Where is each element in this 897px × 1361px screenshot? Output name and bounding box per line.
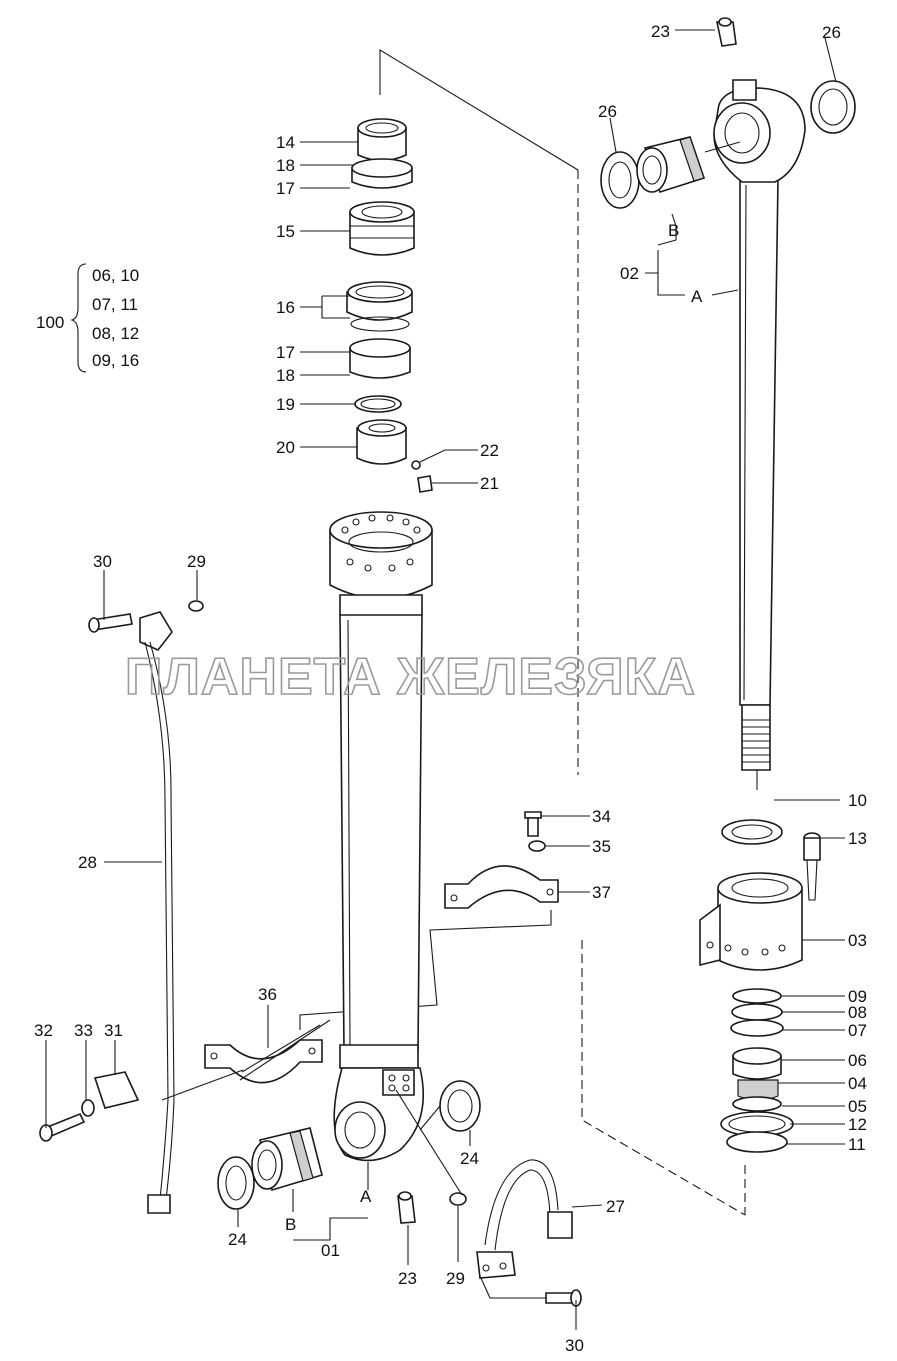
label-19: 19 (276, 395, 295, 414)
kit-brace (70, 263, 87, 373)
cylinder-head-03 (699, 872, 803, 971)
tube-bushing-b (251, 1127, 323, 1192)
label-12: 12 (848, 1115, 867, 1134)
kit-group-3: 08, 12 (92, 324, 139, 343)
label-35: 35 (592, 837, 611, 856)
label-18-bottom: 18 (276, 366, 295, 385)
label-17-bottom: 17 (276, 343, 295, 362)
clamp-36 (204, 1039, 323, 1084)
bolt-30-top (88, 613, 133, 633)
label-10: 10 (848, 791, 867, 810)
dust-seal-26-left (600, 151, 640, 209)
label-28: 28 (78, 853, 97, 872)
label-23-bottom: 23 (398, 1269, 417, 1288)
label-08: 08 (848, 1003, 867, 1022)
label-24-right: 24 (460, 1149, 479, 1168)
label-05: 05 (848, 1097, 867, 1116)
seal-stack-04-12 (720, 988, 794, 1153)
piston-parts-stack (346, 118, 433, 493)
piston-rod-assembly (713, 79, 806, 771)
label-24-left: 24 (228, 1230, 247, 1249)
label-11: 11 (848, 1135, 866, 1154)
seal-24-right (439, 1080, 481, 1132)
label-17-top: 17 (276, 179, 295, 198)
label-27: 27 (606, 1197, 625, 1216)
kit-group-4: 09, 16 (92, 351, 139, 370)
label-16: 16 (276, 298, 295, 317)
bolt-32 (39, 1112, 86, 1142)
label-22: 22 (480, 441, 499, 460)
washer-35 (528, 840, 546, 852)
rod-thread (742, 719, 770, 763)
bolt-34 (524, 811, 542, 837)
seal-24-left (217, 1156, 255, 1210)
label-15: 15 (276, 222, 295, 241)
label-33: 33 (74, 1021, 93, 1040)
kit-group-1: 06, 10 (92, 266, 139, 285)
label-18-top: 18 (276, 156, 295, 175)
label-rod-b: B (668, 221, 679, 240)
dust-seal-26-right (810, 80, 856, 134)
label-tube-a: A (360, 1187, 372, 1206)
label-02: 02 (620, 264, 639, 283)
label-26-left: 26 (598, 102, 617, 121)
label-23-top: 23 (651, 22, 670, 41)
label-30-bottom: 30 (565, 1336, 584, 1355)
pipe-27 (476, 1159, 573, 1279)
bolt-30-bottom (545, 1289, 582, 1307)
clamp-37 (444, 865, 559, 909)
o-ring-29-bottom (449, 1192, 467, 1206)
label-06: 06 (848, 1051, 867, 1070)
label-tube-b: B (285, 1215, 296, 1234)
bolt-13 (803, 832, 821, 901)
bracket-31 (93, 1071, 140, 1109)
kit-group-2: 07, 11 (92, 295, 138, 314)
label-36: 36 (258, 985, 277, 1004)
assembly-lines (299, 49, 758, 1216)
label-31: 31 (104, 1021, 123, 1040)
grease-fitting-23-top (716, 17, 737, 47)
label-04: 04 (848, 1074, 867, 1093)
label-29-bottom: 29 (446, 1269, 465, 1288)
grease-fitting-23-bottom (397, 1191, 416, 1224)
watermark-text: ПЛАНЕТА ЖЕЛЕЗЯКА (125, 648, 696, 706)
label-30-top: 30 (93, 552, 112, 571)
label-34: 34 (592, 807, 611, 826)
rod-bushing-b (636, 136, 706, 193)
label-37: 37 (592, 883, 611, 902)
kit-number: 100 (36, 313, 64, 332)
label-32: 32 (34, 1021, 53, 1040)
label-26-right: 26 (822, 23, 841, 42)
label-13: 13 (848, 829, 867, 848)
cylinder-tube (329, 511, 433, 1162)
label-20: 20 (276, 438, 295, 457)
leader-lines (45, 29, 845, 1330)
label-01: 01 (321, 1241, 340, 1260)
label-03: 03 (848, 931, 867, 950)
label-29-top: 29 (187, 552, 206, 571)
label-21: 21 (480, 474, 499, 493)
o-ring-29-top (188, 600, 204, 612)
pipe-28 (139, 611, 175, 1214)
label-rod-a: A (691, 287, 703, 306)
washer-33 (81, 1099, 95, 1117)
seal-10 (721, 819, 783, 845)
label-07: 07 (848, 1021, 867, 1040)
label-09: 09 (848, 987, 867, 1006)
part-labels: 100 06, 10 07, 11 08, 12 09, 16 23 26 26… (34, 22, 867, 1355)
label-14: 14 (276, 133, 295, 152)
